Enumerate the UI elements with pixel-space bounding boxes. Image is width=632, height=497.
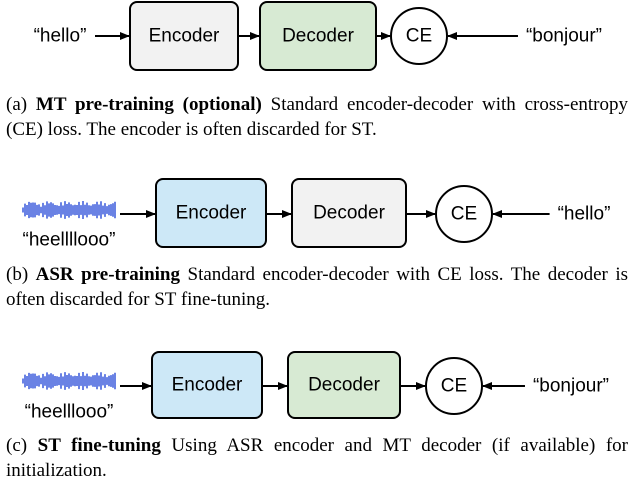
panel-c: “heelllooo” Encoder Decoder CE “bonjour”: [22, 351, 609, 423]
caption-a: (a) MT pre-training (optional) Standard …: [6, 92, 628, 142]
panel-a-ce-loss: CE: [390, 7, 448, 65]
caption-a-text: Standard encoder-decoder with cross-entr…: [6, 94, 628, 140]
panel-a-decoder-label: Decoder: [282, 26, 354, 47]
panel-c-target-text: “bonjour”: [533, 376, 609, 397]
panel-b: “heellllooo” Encoder Decoder CE “hello”: [22, 178, 611, 251]
panel-b-waveform-icon: [22, 201, 116, 219]
panel-b-ce-loss: CE: [435, 185, 493, 243]
panel-c-decoder: Decoder: [287, 351, 401, 419]
panel-c-audio-label: “heelllooo”: [25, 402, 114, 423]
panel-a: “hello” Encoder Decoder CE “bonjour”: [34, 1, 602, 71]
caption-b-text: Standard encoder-decoder with CE loss. T…: [6, 264, 628, 310]
panel-a-encoder-label: Encoder: [149, 26, 220, 47]
panel-b-encoder-label: Encoder: [176, 203, 247, 224]
caption-c: (c) ST fine-tuning Using ASR encoder and…: [6, 433, 628, 483]
panel-b-decoder-label: Decoder: [313, 203, 385, 224]
panel-b-encoder: Encoder: [155, 178, 267, 248]
panel-b-audio-label: “heellllooo”: [23, 230, 116, 251]
caption-a-title: MT pre-training (optional): [35, 94, 262, 115]
caption-b-title: ASR pre-training: [35, 264, 181, 285]
caption-c-letter: (c): [6, 435, 28, 456]
panel-c-waveform-icon: [22, 372, 116, 390]
panel-c-decoder-label: Decoder: [308, 375, 380, 396]
panel-b-ce-label: CE: [451, 204, 477, 225]
panel-a-input-text: “hello”: [34, 26, 87, 47]
caption-b: (b) ASR pre-training Standard encoder-de…: [6, 262, 628, 312]
caption-a-letter: (a): [6, 94, 28, 115]
panel-a-ce-label: CE: [406, 26, 432, 47]
caption-c-text: Using ASR encoder and MT decoder (if ava…: [6, 435, 629, 481]
panel-c-ce-loss: CE: [425, 357, 483, 415]
panel-b-decoder: Decoder: [291, 178, 407, 248]
caption-c-title: ST fine-tuning: [37, 435, 161, 456]
panel-c-encoder-label: Encoder: [172, 375, 243, 396]
panel-a-target-text: “bonjour”: [526, 26, 602, 47]
panel-c-encoder: Encoder: [151, 351, 263, 419]
panel-a-decoder: Decoder: [259, 1, 377, 71]
caption-b-letter: (b): [6, 264, 29, 285]
panel-b-target-text: “hello”: [558, 204, 611, 225]
panel-c-ce-label: CE: [441, 376, 467, 397]
panel-a-encoder: Encoder: [129, 1, 239, 71]
